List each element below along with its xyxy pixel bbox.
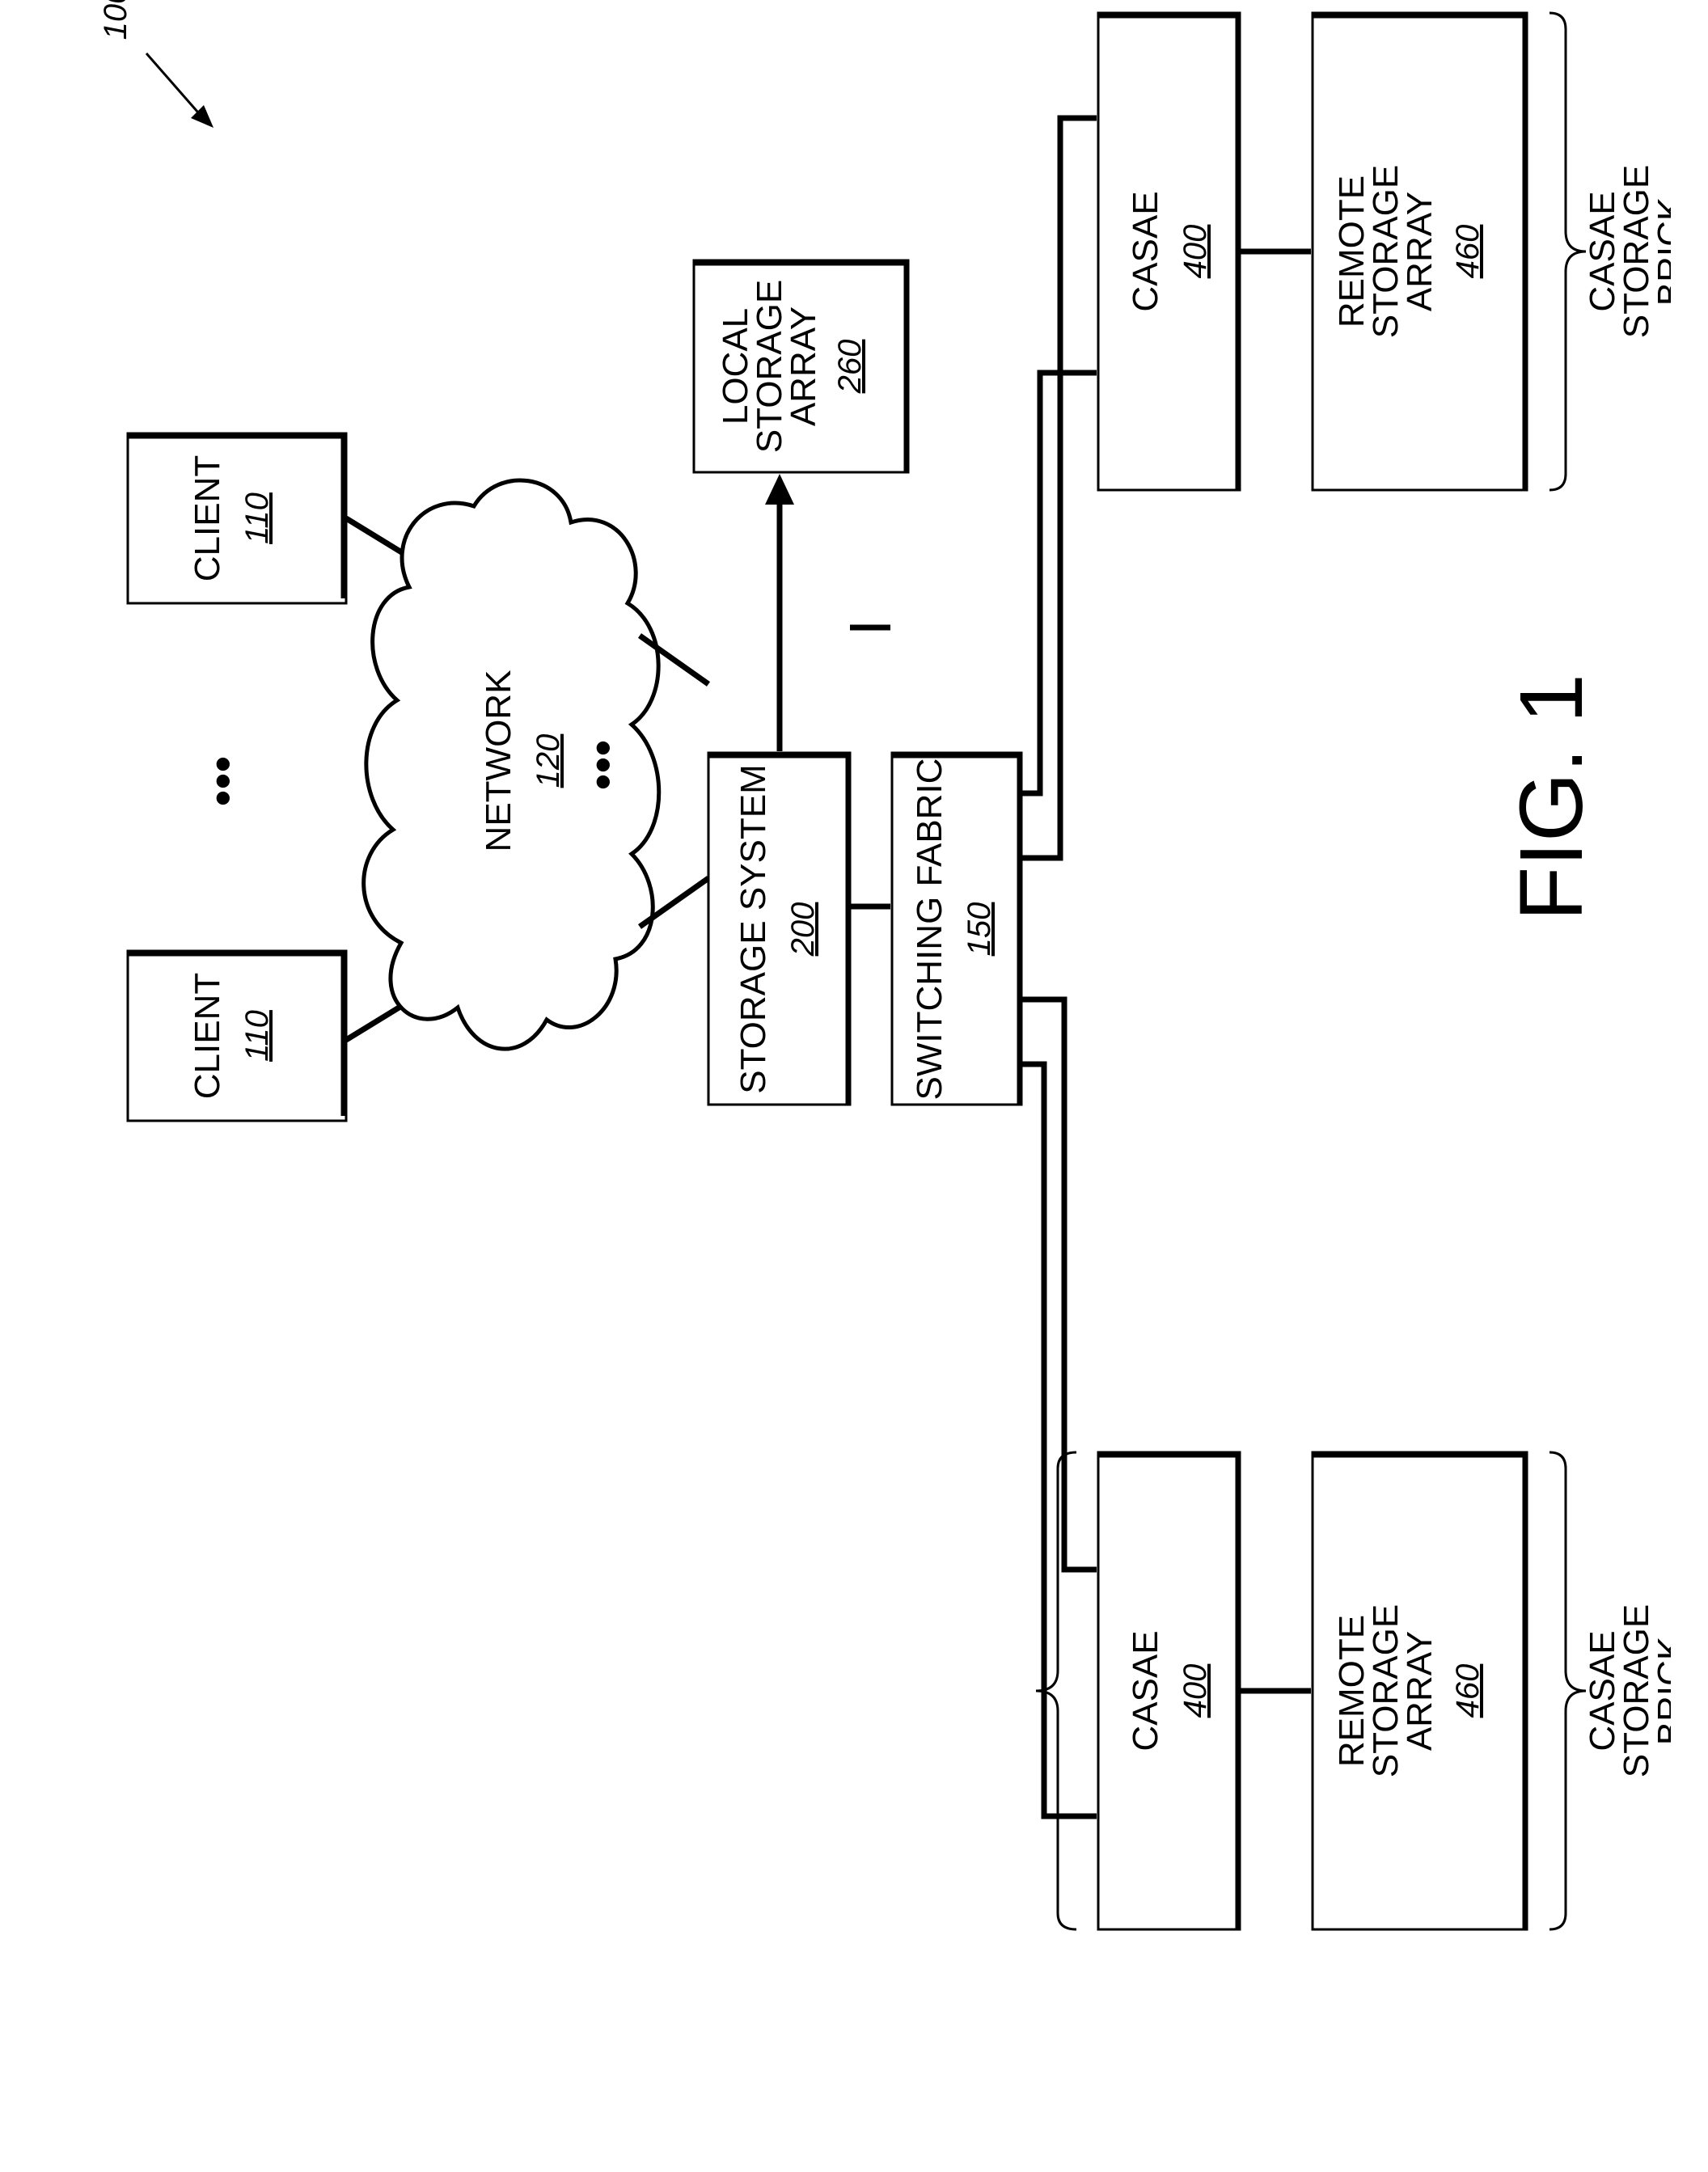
remote-storage-top-ref: 460 xyxy=(1450,225,1486,279)
switching-fabric-ref: 150 xyxy=(962,902,997,957)
figure-rotated: CLIENT 110 CLIENT 110 ••• NETWORK 120 ••… xyxy=(37,0,1671,2172)
remote-storage-bottom-ref: 460 xyxy=(1450,1664,1486,1718)
figure-ref-arrow-shaft xyxy=(146,53,203,118)
link-fabric-casae-bottom-outer xyxy=(1021,1064,1097,1816)
storage-system-label: STORAGE SYSTEM xyxy=(734,764,773,1094)
client-right-ref: 110 xyxy=(239,492,275,544)
client-left-label: CLIENT xyxy=(188,973,227,1099)
figure-ref-label: 100 xyxy=(98,0,133,40)
storage-system-ref: 200 xyxy=(785,902,821,957)
link-fabric-casae-top-inner xyxy=(1021,118,1097,858)
local-storage-ref: 260 xyxy=(832,340,868,395)
casae-bottom-box: CASAE 400 xyxy=(1098,1452,1240,1929)
storage-system-box: STORAGE SYSTEM 200 xyxy=(708,753,850,1105)
clients-ellipsis: ••• xyxy=(196,755,250,806)
brick-top-label: CASAE STORAGE BRICK 180 xyxy=(1583,165,1671,338)
client-right-label: CLIENT xyxy=(188,455,227,581)
client-right-box: CLIENT 110 xyxy=(128,433,346,603)
casae-top-ref: 400 xyxy=(1177,225,1213,279)
brick-bottom-line3: BRICK xyxy=(1651,1637,1671,1745)
casae-top-label: CASAE xyxy=(1126,191,1165,311)
local-storage-array-box: LOCAL STORAGE ARRAY 260 xyxy=(694,260,909,472)
brace-top-outer xyxy=(1549,13,1586,490)
network-ref: 120 xyxy=(531,734,566,788)
switching-fabric-label: SWITCHING FABRIC xyxy=(910,759,949,1101)
switching-fabric-box: SWITCHING FABRIC 150 xyxy=(892,753,1021,1105)
remote-storage-bottom-label-line3: ARRAY xyxy=(1400,1631,1440,1751)
casae-top-box: CASAE 400 xyxy=(1098,13,1240,490)
casae-bottom-ref: 400 xyxy=(1177,1664,1213,1718)
client-left-box: CLIENT 110 xyxy=(128,951,346,1121)
diagram-page: CLIENT 110 CLIENT 110 ••• NETWORK 120 ••… xyxy=(0,0,1708,1853)
brick-top-line3: BRICK xyxy=(1651,197,1671,306)
network-ellipsis: ••• xyxy=(576,739,630,790)
brace-bottom-outer xyxy=(1549,1452,1586,1929)
casae-bottom-label: CASAE xyxy=(1126,1630,1165,1751)
arrow-storage-local-head xyxy=(765,474,794,505)
brick-bottom-label: CASAE STORAGE BRICK 180 xyxy=(1583,1604,1671,1777)
remote-storage-bottom-box: REMOTE STORAGE ARRAY 460 xyxy=(1313,1452,1527,1929)
diagram-svg: CLIENT 110 CLIENT 110 ••• NETWORK 120 ••… xyxy=(37,0,1671,2172)
network-label: NETWORK xyxy=(479,670,518,852)
remote-storage-top-label-line3: ARRAY xyxy=(1400,192,1440,311)
client-left-ref: 110 xyxy=(239,1010,275,1062)
remote-storage-top-box: REMOTE STORAGE ARRAY 460 xyxy=(1313,13,1527,490)
figure-caption: FIG. 1 xyxy=(1502,674,1601,921)
local-storage-label-line3: ARRAY xyxy=(784,306,823,426)
